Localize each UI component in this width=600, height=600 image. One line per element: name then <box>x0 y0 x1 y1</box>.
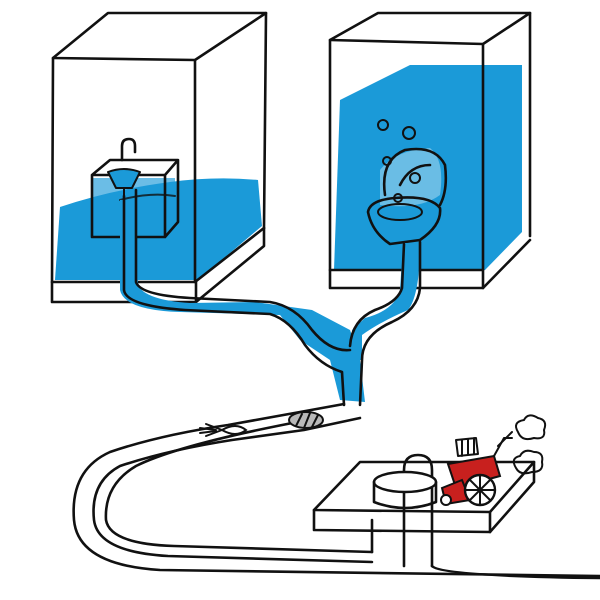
exhaust-puff-upper <box>515 414 547 441</box>
right-tank-water <box>334 65 522 270</box>
right-tank <box>328 11 532 290</box>
left-tank <box>50 11 268 304</box>
machine-grille <box>455 437 479 457</box>
treatment-slab <box>312 460 536 534</box>
bubbles <box>377 119 421 203</box>
red-cart-machine <box>440 414 547 507</box>
pipes <box>72 188 600 580</box>
faucet-icon <box>120 137 137 162</box>
blockage <box>288 411 324 429</box>
sink <box>90 158 180 239</box>
fish-icon <box>199 423 248 437</box>
exhaust-puff-lower <box>512 449 544 475</box>
